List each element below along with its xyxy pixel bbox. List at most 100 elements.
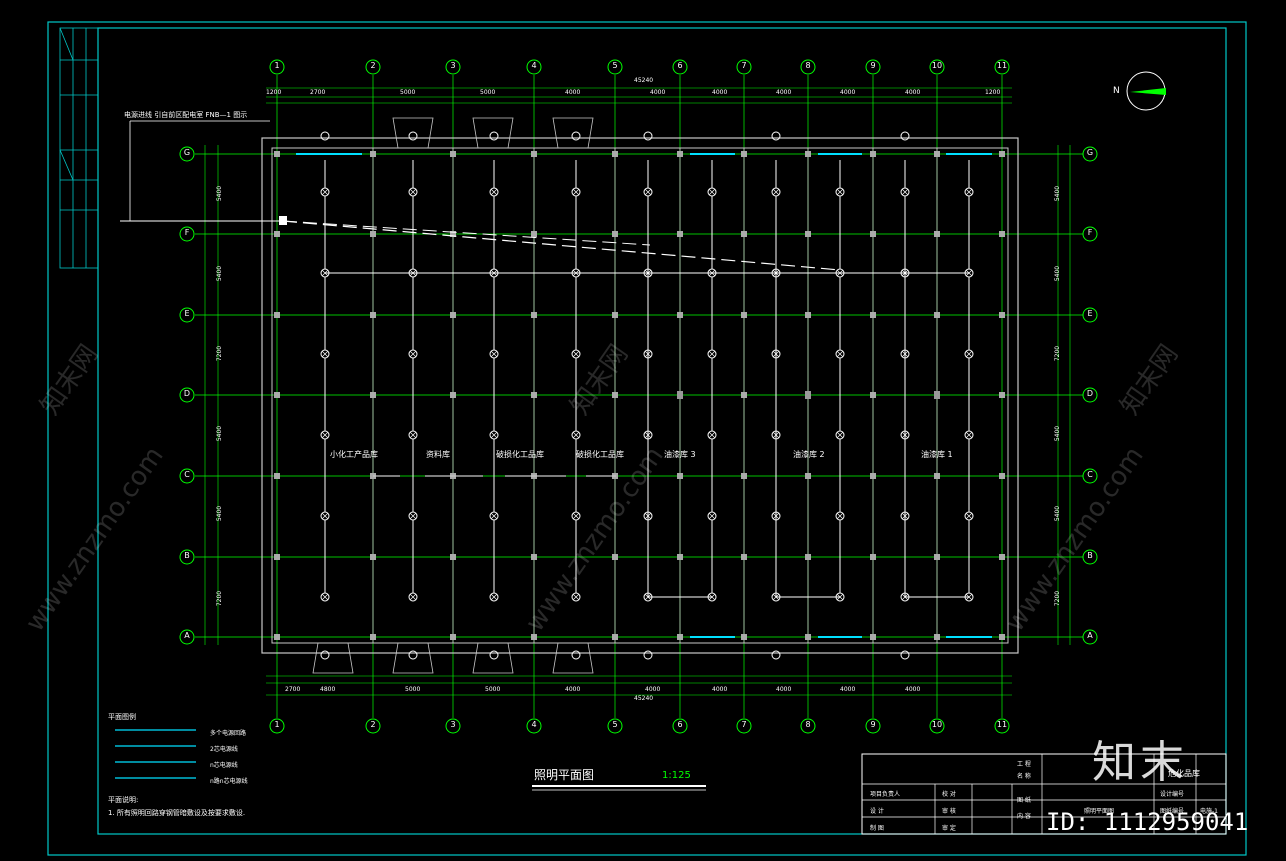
tb-cell-r2c3: 审 核 (942, 808, 956, 815)
title-block-lines (861, 753, 1227, 835)
column-6-6 (677, 554, 683, 560)
top-bay-2 (552, 117, 594, 149)
axis-bubble-top-11 (994, 59, 1010, 75)
column-6-5 (677, 473, 683, 479)
tb-label-3: 图 纸 (1017, 797, 1031, 804)
column-9-2 (870, 231, 876, 237)
axis-tag-top-2: 2 (370, 61, 376, 70)
axis-bubble-left-6 (179, 549, 195, 565)
axis-tag-bottom-3: 3 (450, 720, 456, 729)
top-note: 电源进线 引自前区配电室 FNB—1 图示 (124, 111, 248, 119)
tb-sheet-no: 电施-1 (1200, 808, 1218, 815)
tb-label-2: 名 称 (1017, 773, 1031, 780)
axis-tag-bottom-6: 6 (677, 720, 683, 729)
axis-bubble-bottom-2 (365, 718, 381, 734)
column-1-2 (274, 231, 280, 237)
side-dim-left-0: 5400 (216, 185, 224, 202)
column-5-6 (612, 554, 618, 560)
tb-cell-r2c1: 设 计 (870, 808, 884, 815)
legend-item-1: 多个电源回路 (210, 730, 247, 737)
axis-bubble-right-7 (1082, 629, 1098, 645)
column-2-4 (370, 392, 376, 398)
column-2-7 (370, 634, 376, 640)
axis-tag-top-11: 11 (996, 61, 1008, 70)
column-6-1 (677, 151, 683, 157)
column-5-4 (612, 392, 618, 398)
side-dim-left-2: 7200 (216, 345, 224, 362)
room-label-3: 破损化工品库 (496, 450, 544, 459)
column-2-2 (370, 231, 376, 237)
column-6-3 (677, 312, 683, 318)
wall-light-bottom-3 (571, 650, 581, 660)
column-11-5 (999, 473, 1005, 479)
wall-light-top-5 (771, 131, 781, 141)
junction-2 (934, 391, 940, 399)
side-dim-left-4: 5400 (216, 505, 224, 522)
column-4-3 (531, 312, 537, 318)
axis-bubble-top-3 (445, 59, 461, 75)
axis-bubble-top-2 (365, 59, 381, 75)
top-dim-8: 4000 (840, 89, 856, 96)
column-5-7 (612, 634, 618, 640)
top-dim-4: 4000 (565, 89, 581, 96)
bottom-dim-8: 4000 (840, 686, 856, 693)
axis-tag-bottom-8: 8 (805, 720, 811, 729)
column-11-3 (999, 312, 1005, 318)
bottom-dim-1: 4800 (320, 686, 336, 693)
column-1-6 (274, 554, 280, 560)
column-8-3 (805, 312, 811, 318)
column-4-6 (531, 554, 537, 560)
side-dim-left-5: 7200 (216, 590, 224, 607)
side-dim-left-1: 5400 (216, 265, 224, 282)
axis-bubble-bottom-4 (526, 718, 542, 734)
top-dim-6: 4000 (712, 89, 728, 96)
column-7-7 (741, 634, 747, 640)
wall-light-top-6 (900, 131, 910, 141)
axis-tag-left-C: C (184, 470, 190, 479)
axis-bubble-right-6 (1082, 549, 1098, 565)
axis-tag-top-10: 10 (931, 61, 943, 70)
tb-sheet-name: 照明平面图 (1084, 808, 1115, 815)
overall-dimension-bottom: 45240 (634, 695, 654, 702)
tb-cell-r1c1: 项目负责人 (870, 791, 901, 798)
wall-light-bottom-0 (320, 650, 330, 660)
column-7-6 (741, 554, 747, 560)
axis-bubble-top-8 (800, 59, 816, 75)
tb-label-4: 内 容 (1017, 813, 1031, 820)
column-3-7 (450, 634, 456, 640)
axis-tag-bottom-2: 2 (370, 720, 376, 729)
axis-bubble-bottom-5 (607, 718, 623, 734)
column-5-1 (612, 151, 618, 157)
axis-tag-top-7: 7 (741, 61, 747, 70)
axis-tag-right-E: E (1087, 309, 1093, 318)
column-8-2 (805, 231, 811, 237)
axis-tag-top-3: 3 (450, 61, 456, 70)
axis-bubble-left-5 (179, 468, 195, 484)
inner-wall (271, 147, 1009, 644)
room-label-4: 破损化工品库 (576, 450, 624, 459)
axis-bubble-top-4 (526, 59, 542, 75)
column-3-1 (450, 151, 456, 157)
bottom-bay-3 (552, 642, 594, 674)
axis-tag-top-5: 5 (612, 61, 618, 70)
column-6-7 (677, 634, 683, 640)
room-label-2: 资料库 (426, 450, 450, 459)
column-8-6 (805, 554, 811, 560)
axis-tag-right-G: G (1086, 148, 1094, 157)
column-10-7 (934, 634, 940, 640)
side-dim-left-3: 5400 (216, 425, 224, 442)
column-9-6 (870, 554, 876, 560)
axis-bubble-top-6 (672, 59, 688, 75)
wall-light-bottom-6 (900, 650, 910, 660)
axis-bubble-top-7 (736, 59, 752, 75)
north-label: N (1113, 86, 1120, 96)
tb-cell-r3c1: 制 图 (870, 825, 884, 832)
column-11-2 (999, 231, 1005, 237)
column-4-1 (531, 151, 537, 157)
side-dim-right-0: 5400 (1054, 185, 1062, 202)
drawing-scale: 1:125 (662, 770, 691, 781)
axis-tag-left-D: D (183, 389, 191, 398)
wall-light-top-4 (643, 131, 653, 141)
column-5-3 (612, 312, 618, 318)
axis-bubble-left-2 (179, 226, 195, 242)
